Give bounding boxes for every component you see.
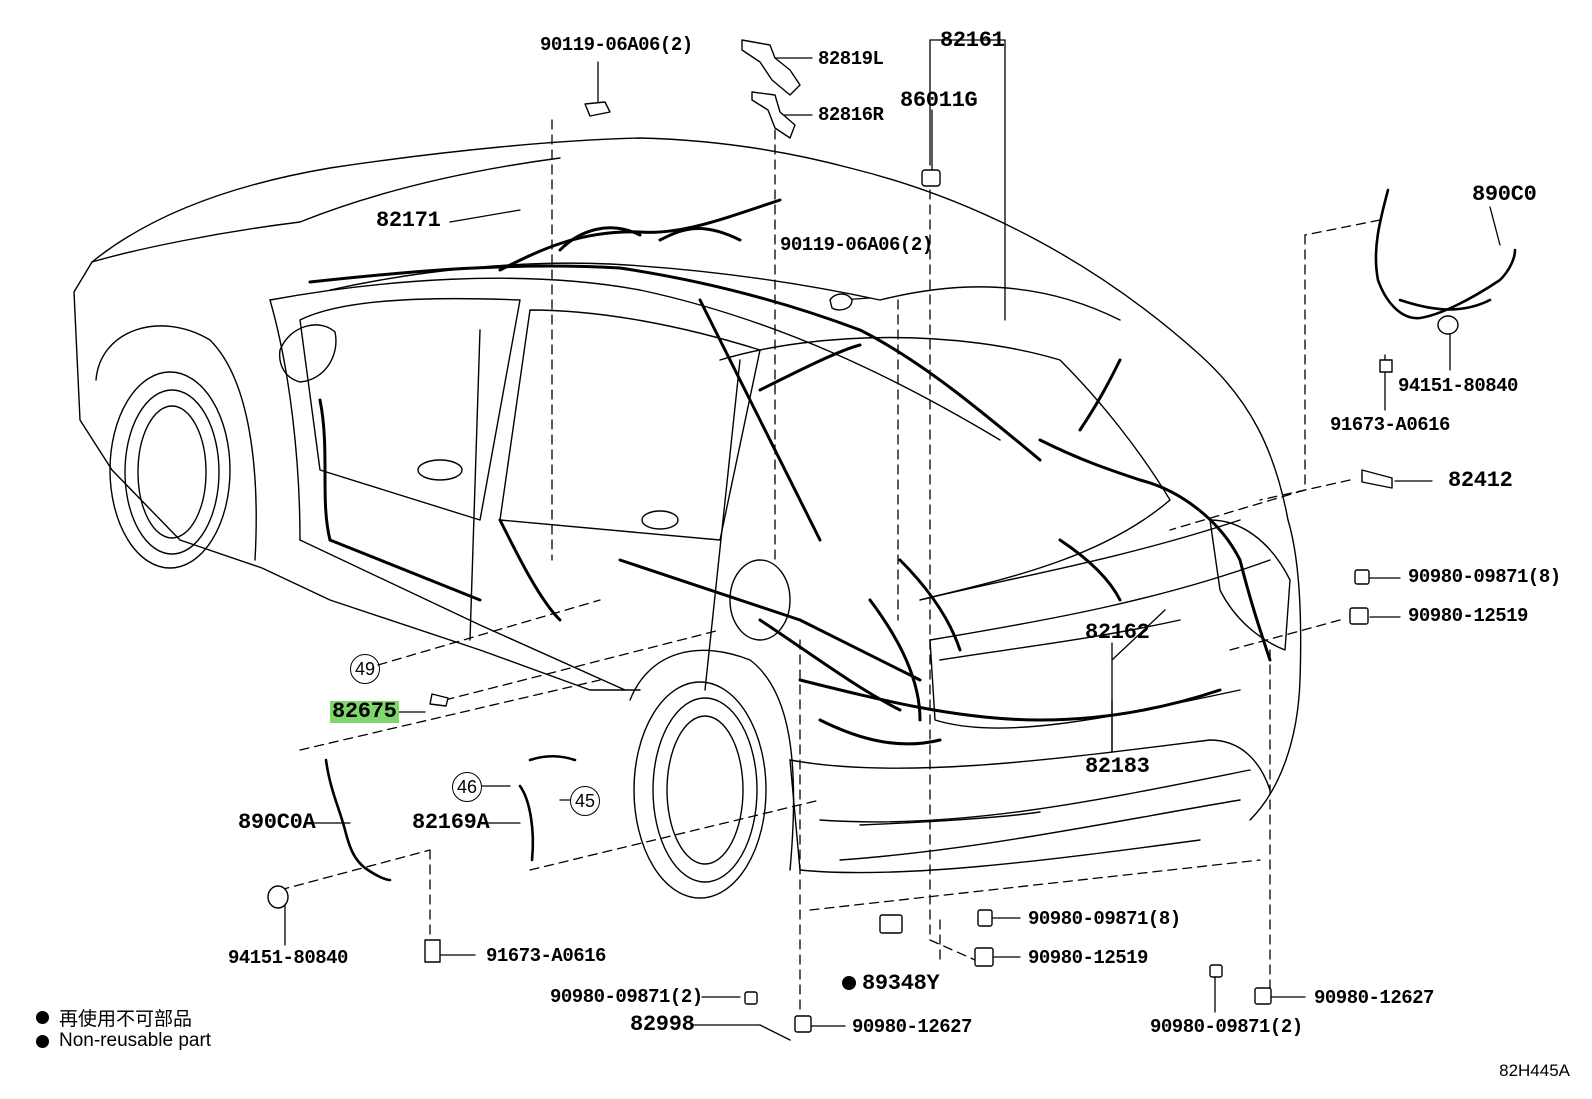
legend-text-en: Non-reusable part <box>59 1030 212 1051</box>
harness-lines <box>308 198 1272 746</box>
label-82161: 82161 <box>940 28 1005 53</box>
legend-dot-icon <box>36 1034 49 1048</box>
label-890C0: 890C0 <box>1472 182 1537 207</box>
label-91673-left: 91673-A0616 <box>486 945 606 967</box>
label-82169A: 82169A <box>412 810 490 835</box>
non-reusable-marker <box>842 976 856 990</box>
label-890C0A: 890C0A <box>238 810 316 835</box>
label-90119-mid: 90119-06A06(2) <box>780 234 933 256</box>
label-94151-left: 94151-80840 <box>228 947 348 969</box>
label-82675[interactable]: 82675 <box>330 699 399 724</box>
legend-text-jp: 再使用不可部品 <box>59 1009 193 1030</box>
separate-harness-parts <box>324 188 1517 882</box>
label-82412: 82412 <box>1448 468 1513 493</box>
label-82183: 82183 <box>1085 754 1150 779</box>
label-90980-12519-bottom: 90980-12519 <box>1028 947 1148 969</box>
small-parts <box>267 39 1459 1041</box>
label-90980-09871-bottom-left: 90980-09871(2) <box>550 986 703 1008</box>
label-82998: 82998 <box>630 1012 695 1037</box>
dashed-leaders <box>279 119 1381 1011</box>
callout-45: 45 <box>570 786 600 816</box>
label-90980-12519-right: 90980-12519 <box>1408 605 1528 627</box>
label-90119-top: 90119-06A06(2) <box>540 34 693 56</box>
label-86011G: 86011G <box>900 88 978 113</box>
callout-49: 49 <box>350 654 380 684</box>
label-82171: 82171 <box>376 208 441 233</box>
label-90980-09871-bottom: 90980-09871(8) <box>1028 908 1181 930</box>
label-90980-09871-bottom-right: 90980-09871(2) <box>1150 1016 1303 1038</box>
label-90980-12627-bottom-left: 90980-12627 <box>852 1016 972 1038</box>
label-82162: 82162 <box>1085 620 1150 645</box>
legend-line-2: Non-reusable part <box>36 1030 211 1052</box>
label-82816R: 82816R <box>818 104 884 126</box>
legend-line-1: 再使用不可部品 <box>36 1004 192 1031</box>
label-89348Y: 89348Y <box>862 971 940 996</box>
legend-dot-icon <box>36 1011 49 1024</box>
solid-leaders <box>284 39 1501 1027</box>
label-94151-right: 94151-80840 <box>1398 375 1518 397</box>
label-90980-09871-right: 90980-09871(8) <box>1408 566 1561 588</box>
diagram-code: 82H445A <box>1499 1061 1570 1080</box>
car-body-outline <box>73 137 1302 899</box>
label-91673-right: 91673-A0616 <box>1330 414 1450 436</box>
callout-46: 46 <box>452 772 482 802</box>
label-90980-12627-bottom-right: 90980-12627 <box>1314 987 1434 1009</box>
label-82819L: 82819L <box>818 48 884 70</box>
